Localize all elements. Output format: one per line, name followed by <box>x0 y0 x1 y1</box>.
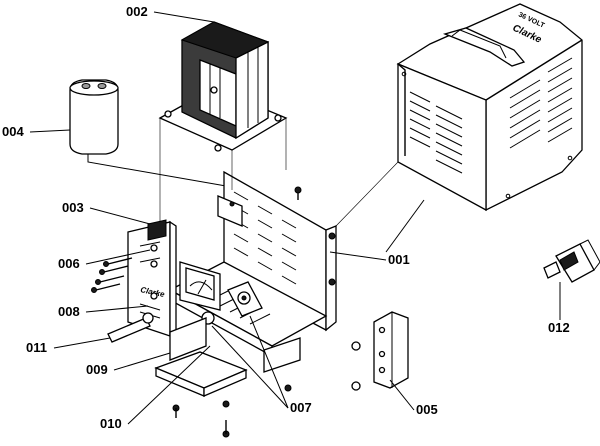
callout-001: 001 <box>388 252 410 267</box>
leader-001-b <box>385 199 425 253</box>
leader-005 <box>389 379 415 411</box>
leader-002 <box>153 11 215 23</box>
side-bracket <box>351 311 409 391</box>
leader-001-a <box>329 251 387 261</box>
callout-010: 010 <box>100 416 122 431</box>
bottom-brackets <box>154 317 301 438</box>
cover-housing: 36 VOLT Clarke <box>396 3 583 212</box>
leader-007-b <box>211 325 289 409</box>
leader-006 <box>85 249 151 265</box>
chassis-screws <box>294 186 336 286</box>
transformer <box>158 21 288 152</box>
leader-010 <box>127 345 211 425</box>
rectifier <box>227 281 263 317</box>
panel-screws <box>91 257 133 293</box>
leader-003 <box>89 207 151 225</box>
callout-004: 004 <box>2 124 24 139</box>
leader-007-a <box>249 315 289 409</box>
leader-004 <box>29 129 71 133</box>
leader-011 <box>53 337 111 349</box>
front-panel: Clarke <box>127 219 221 342</box>
callout-003: 003 <box>62 200 84 215</box>
leader-009 <box>113 349 181 371</box>
callout-002: 002 <box>126 4 148 19</box>
leader-008 <box>85 305 149 313</box>
capacitor <box>69 79 119 155</box>
callout-011: 011 <box>26 340 47 355</box>
charging-clip <box>543 239 600 283</box>
callout-008: 008 <box>58 304 80 319</box>
callout-005: 005 <box>416 402 438 417</box>
callout-009: 009 <box>86 362 108 377</box>
leader-capacitor-mount <box>87 154 227 187</box>
callout-012: 012 <box>548 320 570 335</box>
callout-007: 007 <box>290 400 312 415</box>
handle-pin <box>107 312 154 343</box>
guide-lines <box>159 118 399 227</box>
callout-006: 006 <box>58 256 80 271</box>
